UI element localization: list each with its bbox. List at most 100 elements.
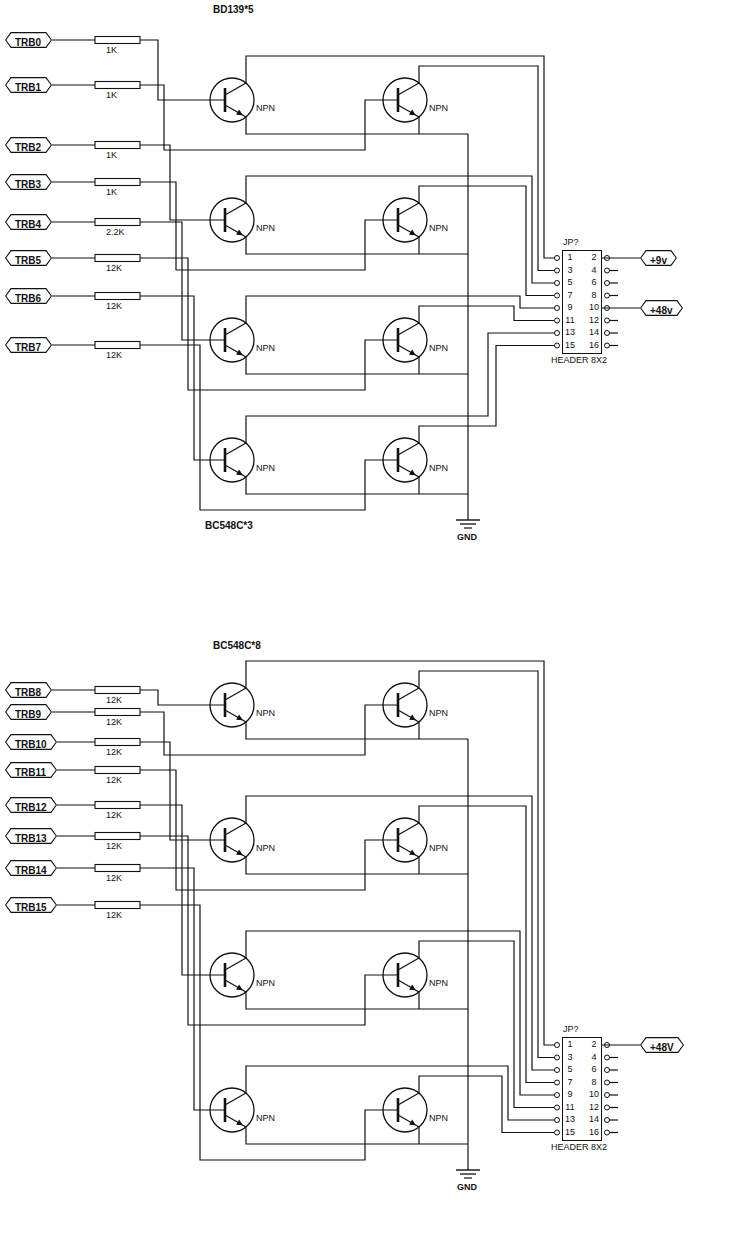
part-number: BC548C*8	[213, 640, 261, 652]
transistor-type: NPN	[256, 978, 275, 989]
transistor-emitter	[398, 345, 419, 357]
port-name: TRB2	[5, 140, 51, 156]
pin-number: 13	[564, 327, 576, 338]
transistor-collector	[398, 688, 419, 700]
collector-wire	[246, 333, 555, 443]
pin-terminal	[605, 1093, 610, 1098]
signal-wire	[52, 181, 95, 182]
base-wire	[140, 258, 398, 390]
ground-symbol	[464, 527, 472, 528]
signal-port: TRB13	[5, 828, 57, 844]
resistor-symbol	[95, 902, 140, 909]
pin-number: 10	[588, 302, 600, 313]
transistor-base	[224, 828, 227, 852]
pin-terminal	[605, 318, 610, 323]
pin-number: 16	[588, 340, 600, 351]
transistor-symbol	[383, 818, 427, 862]
supply-connector	[602, 1044, 640, 1045]
pin-terminal	[605, 293, 610, 298]
pin-terminal	[605, 1105, 610, 1110]
resistor-value: 12K	[106, 747, 122, 758]
pin-stub	[610, 1069, 619, 1070]
transistor-type: NPN	[256, 708, 275, 719]
collector-wire	[246, 796, 555, 1070]
emitter-wire	[246, 477, 468, 494]
pin-number: 11	[564, 1102, 576, 1113]
transistor-base	[397, 828, 400, 852]
resistor-symbol	[95, 767, 140, 774]
transistor-collector	[398, 203, 419, 215]
transistor-symbol	[210, 78, 254, 122]
pin-number: 7	[564, 1077, 576, 1088]
transistor-collector	[225, 958, 246, 970]
port-name: TRB3	[5, 177, 51, 193]
transistor-symbol	[383, 318, 427, 362]
base-wire	[140, 296, 225, 460]
pin-terminal	[555, 1093, 560, 1098]
pin-number: 10	[588, 1089, 600, 1100]
transistor-base	[397, 328, 400, 352]
port-name: TRB5	[5, 253, 51, 269]
transistor-base	[224, 448, 227, 472]
emitter-arrow	[409, 985, 416, 991]
pin-terminal	[555, 1105, 560, 1110]
pin-number: 3	[564, 1052, 576, 1063]
transistor-type: NPN	[256, 343, 275, 354]
resistor-value: 12K	[106, 910, 122, 921]
resistor-symbol	[95, 802, 140, 809]
pin-number: 8	[588, 1077, 600, 1088]
pin-terminal	[605, 1055, 610, 1060]
transistor-symbol	[210, 438, 254, 482]
pin-stub	[610, 320, 619, 321]
collector-wire	[419, 306, 555, 323]
signal-port: TRB7	[5, 337, 52, 353]
transistor-base	[224, 963, 227, 987]
resistor-value: 12K	[106, 810, 122, 821]
pin-number: 9	[564, 1089, 576, 1100]
resistor-symbol	[95, 82, 140, 89]
ground-symbol	[456, 1169, 480, 1170]
ground-label: GND	[457, 532, 477, 543]
pin-number: 15	[564, 1127, 576, 1138]
resistor-value: 12K	[106, 841, 122, 852]
resistor-value: 12K	[106, 717, 122, 728]
pin-stub	[610, 332, 619, 333]
resistor-symbol	[95, 179, 140, 186]
base-wire	[140, 85, 398, 150]
resistor-value: 12K	[106, 775, 122, 786]
pin-number: 16	[588, 1127, 600, 1138]
port-name: TRB10	[5, 737, 57, 753]
collector-wire	[246, 296, 555, 323]
emitter-arrow	[409, 715, 416, 721]
pin-number: 6	[588, 277, 600, 288]
transistor-collector	[398, 83, 419, 95]
transistor-emitter	[225, 845, 246, 857]
transistor-base	[224, 208, 227, 232]
transistor-symbol	[383, 198, 427, 242]
transistor-collector	[225, 323, 246, 335]
resistor-value: 1K	[106, 90, 117, 101]
transistor-base	[224, 88, 227, 112]
resistor-symbol	[95, 709, 140, 716]
resistor-value: 2.2K	[106, 227, 125, 238]
transistor-base	[397, 208, 400, 232]
pin-stub	[610, 1057, 619, 1058]
signal-port: TRB5	[5, 250, 52, 266]
transistor-base	[397, 1098, 400, 1122]
port-name: +9v	[640, 253, 677, 269]
pin-terminal	[555, 331, 560, 336]
resistor-symbol	[95, 865, 140, 872]
pin-stub	[610, 295, 619, 296]
port-name: TRB13	[5, 831, 57, 847]
base-wire	[140, 905, 398, 1160]
pin-terminal	[555, 1130, 560, 1135]
transistor-base	[397, 963, 400, 987]
pin-number: 4	[588, 1052, 600, 1063]
pin-terminal	[555, 1080, 560, 1085]
signal-port: +48v	[640, 300, 683, 316]
collector-wire	[246, 661, 555, 1045]
transistor-collector	[225, 203, 246, 215]
transistor-symbol	[210, 318, 254, 362]
port-name: TRB12	[5, 800, 57, 816]
transistor-collector	[225, 1093, 246, 1105]
